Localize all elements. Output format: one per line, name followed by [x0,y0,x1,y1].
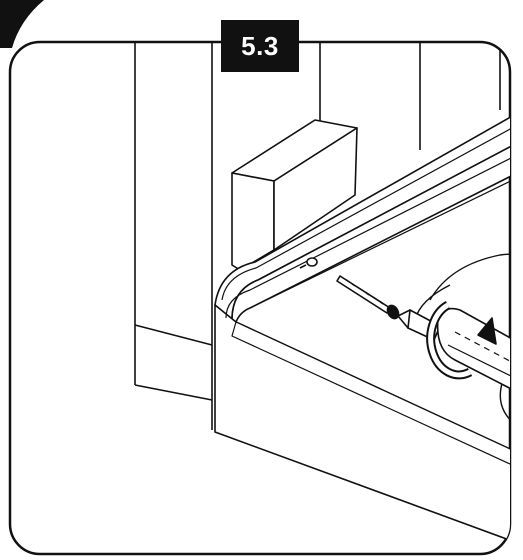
rim-details [221,121,510,319]
screw-icon [336,275,400,320]
tray-body [214,109,510,546]
previous-panel-corner [0,0,44,48]
rotation-arrow-icon [426,301,497,380]
screw-hole-icon [299,257,318,269]
wooden-block [231,119,358,271]
step-number-badge: 5.3 [221,20,299,72]
